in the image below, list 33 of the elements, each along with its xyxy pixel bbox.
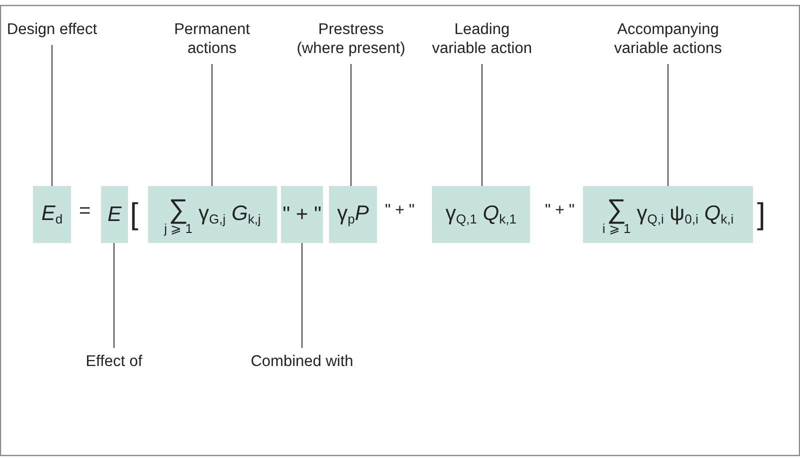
annotation-label: Permanent actions [173, 20, 251, 58]
leader-line [113, 243, 115, 348]
opening-bracket: [ [130, 198, 138, 232]
formula-term: γ$_{Q,1}$ Q$_{k,1}$ [445, 202, 517, 227]
annotation-label: Combined with [250, 352, 354, 371]
term-box [583, 186, 753, 243]
leader-line [51, 45, 53, 186]
term-box [329, 186, 377, 243]
annotation-label: Design effect [6, 20, 98, 39]
plus-sign: " + " [545, 202, 575, 220]
plus-sign: " + " [385, 202, 415, 220]
annotation-label: Prestress (where present) [296, 20, 406, 58]
formula-term: " + " [282, 202, 322, 226]
formula-term: γ$_{p}$P [337, 202, 369, 227]
formula-term: γ$_{G,j}$ G$_{k,j}$ [198, 202, 261, 227]
annotation-label: Effect of [86, 352, 142, 371]
annotation-label: Leading variable action [431, 20, 533, 58]
closing-bracket: ] [757, 198, 766, 232]
leader-line [301, 243, 303, 348]
term-box [432, 186, 530, 243]
term-box [281, 186, 323, 243]
leader-line [667, 64, 669, 186]
leader-line [350, 64, 352, 186]
term-box [148, 186, 277, 243]
formula-term: E [107, 202, 122, 226]
formula-term: E$_{d}$ [41, 202, 63, 227]
annotation-label: Accompanying variable actions [613, 20, 723, 58]
term-box [101, 186, 128, 243]
leader-line [211, 64, 213, 186]
equals-sign: = [79, 200, 91, 223]
leader-line [481, 64, 483, 186]
term-box [33, 186, 71, 243]
formula-term: γ$_{Q,i}$ ψ$_{0,i}$ Q$_{k,i}$ [636, 202, 734, 227]
